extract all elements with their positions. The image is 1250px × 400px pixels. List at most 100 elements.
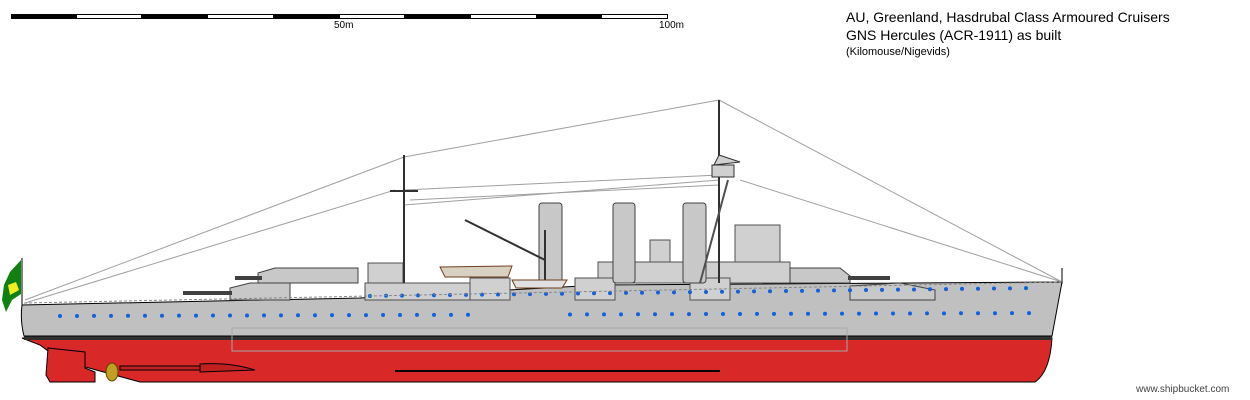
scale-segment (469, 14, 537, 19)
porthole (944, 287, 948, 292)
porthole (670, 312, 674, 317)
porthole (576, 291, 580, 296)
porthole (448, 293, 452, 298)
porthole (143, 313, 147, 318)
drawing-title: AU, Greenland, Hasdrubal Class Armoured … (846, 9, 1170, 25)
porthole (755, 311, 759, 316)
porthole (874, 311, 878, 316)
porthole (925, 311, 929, 316)
porthole (228, 313, 232, 318)
porthole (1027, 311, 1031, 316)
porthole (942, 311, 946, 316)
porthole (636, 312, 640, 317)
porthole (109, 313, 113, 318)
porthole (736, 289, 740, 294)
porthole (993, 311, 997, 316)
scale-segment (273, 14, 339, 19)
propeller (105, 362, 119, 382)
porthole (58, 314, 62, 318)
porthole (992, 286, 996, 291)
scale-segment (207, 14, 274, 19)
porthole (211, 313, 215, 318)
porthole (279, 313, 283, 318)
porthole (960, 286, 964, 291)
porthole (656, 290, 660, 295)
underwater-hull (21, 337, 1053, 383)
porthole (1008, 286, 1012, 291)
porthole (75, 313, 79, 318)
porthole (568, 312, 572, 317)
shaft-bracket (199, 363, 256, 373)
porthole (806, 311, 810, 316)
scale-bar (11, 14, 669, 19)
porthole (704, 289, 708, 294)
porthole (800, 288, 804, 293)
rigging (24, 99, 1063, 304)
porthole (912, 287, 916, 292)
lifeboat (511, 279, 568, 289)
porthole (816, 288, 820, 293)
porthole (959, 311, 963, 316)
gun-barrels (183, 276, 890, 295)
porthole (864, 288, 868, 293)
porthole (381, 313, 385, 318)
scale-segment (536, 14, 602, 19)
porthole (640, 290, 644, 295)
steam-launch (439, 265, 513, 278)
porthole (704, 312, 708, 317)
scale-segment (601, 14, 669, 19)
porthole (738, 311, 742, 316)
boot-topping (24, 336, 1052, 340)
porthole (585, 312, 589, 317)
scale-segment (142, 14, 208, 19)
porthole (891, 311, 895, 316)
porthole (772, 311, 776, 316)
porthole (415, 312, 419, 317)
porthole (721, 312, 725, 317)
porthole (194, 313, 198, 318)
porthole (245, 313, 249, 318)
porthole (768, 289, 772, 294)
porthole (464, 292, 468, 297)
authors: (Kilomouse/Nigevids) (846, 46, 950, 58)
boat-crane (464, 219, 546, 261)
porthole (880, 287, 884, 292)
scale-label-50m: 50m (334, 20, 354, 31)
porthole (976, 286, 980, 291)
porthole (928, 287, 932, 292)
armour-belt (231, 327, 848, 352)
porthole (330, 313, 334, 318)
ship-name: GNS Hercules (ACR-1911) as built (846, 27, 1062, 43)
porthole (896, 287, 900, 292)
turrets (229, 267, 936, 301)
porthole (364, 313, 368, 318)
scale-segment (75, 14, 143, 19)
scale-segment (405, 14, 470, 19)
porthole (398, 312, 402, 317)
porthole (784, 289, 788, 294)
porthole (416, 293, 420, 298)
porthole (848, 288, 852, 293)
porthole (602, 312, 606, 317)
porthole (313, 313, 317, 318)
flag-emblem (8, 282, 19, 295)
porthole (480, 292, 484, 297)
credit-text: www.shipbucket.com (1136, 384, 1230, 395)
tripod-leg (699, 179, 729, 284)
porthole (619, 312, 623, 317)
porthole (720, 289, 724, 294)
propeller-shaft (119, 365, 201, 371)
porthole (177, 313, 181, 318)
rudder (45, 347, 96, 383)
porthole (976, 311, 980, 316)
fire-control-top (711, 164, 735, 178)
porthole (347, 313, 351, 318)
porthole (608, 291, 612, 296)
porthole (432, 293, 436, 298)
porthole (672, 290, 676, 295)
porthole (653, 312, 657, 317)
porthole (752, 289, 756, 294)
porthole (1024, 286, 1028, 291)
porthole (126, 313, 130, 318)
